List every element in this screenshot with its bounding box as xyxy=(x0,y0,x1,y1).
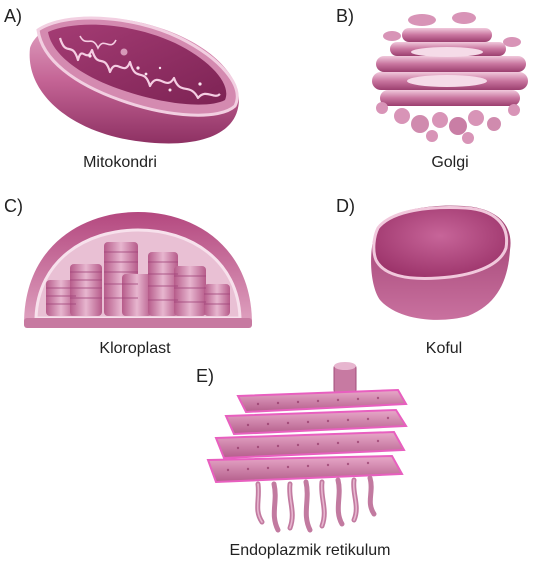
vacuole-illustration xyxy=(368,200,516,324)
option-d-label: D) xyxy=(336,196,355,216)
mitochondrion-illustration xyxy=(20,8,250,148)
golgi-illustration xyxy=(362,8,532,148)
mitochondrion-caption: Mitokondri xyxy=(40,154,200,172)
chloroplast-caption: Kloroplast xyxy=(60,340,210,358)
vacuole-caption: Koful xyxy=(404,340,484,358)
endoplasmic-reticulum-caption: Endoplazmik retikulum xyxy=(200,542,420,560)
golgi-caption: Golgi xyxy=(400,154,500,172)
option-b-label: B) xyxy=(336,6,354,26)
chloroplast-illustration xyxy=(20,208,256,334)
endoplasmic-reticulum-illustration xyxy=(198,360,416,540)
